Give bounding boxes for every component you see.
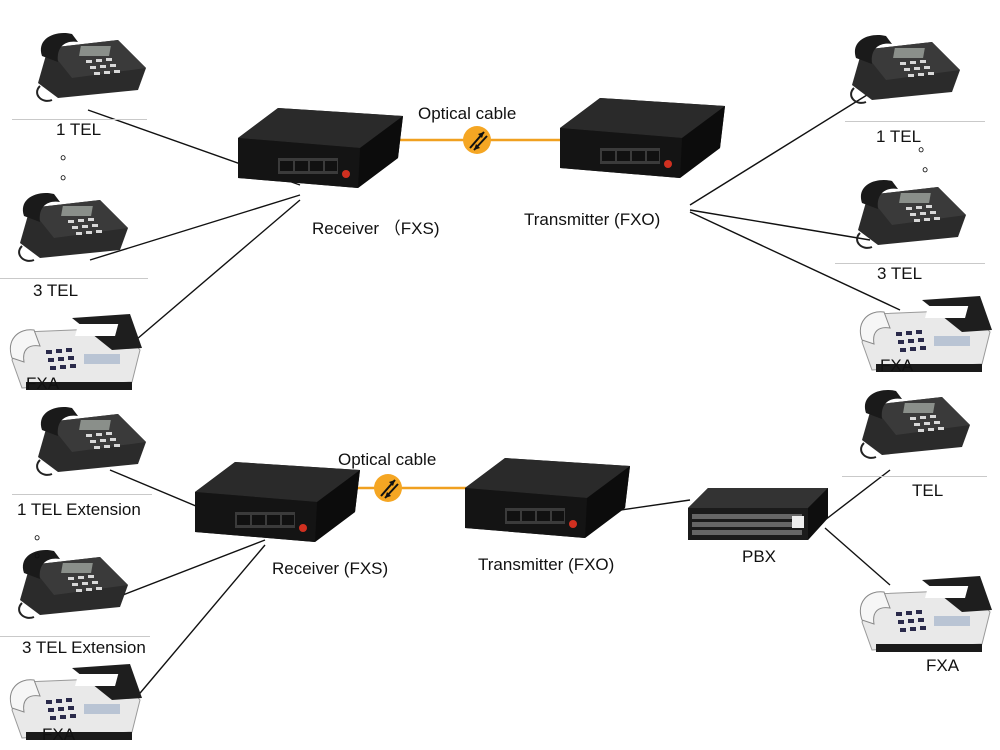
top-right-dot: 。 (922, 156, 939, 175)
bottom-left-tel3-label: 3 TEL Extension (22, 638, 146, 657)
bottom-receiver-device (195, 462, 360, 542)
bottom-left-tel1-phone-icon (36, 405, 147, 476)
top-receiver-label: Receiver （FXS) (312, 219, 440, 238)
separator (835, 263, 985, 264)
top-left-fax-label: FXA (26, 374, 60, 393)
wire-bottom-pbx-tel (824, 469, 891, 521)
top-left-tel3-label: 3 TEL (33, 281, 79, 300)
top-right-tel1-label: 1 TEL (876, 127, 922, 146)
wire-top-tel3 (89, 194, 301, 261)
separator (12, 494, 152, 495)
bottom-transmitter-label: Transmitter (FXO) (478, 555, 615, 574)
bottom-transmitter-device (465, 458, 630, 538)
bottom-optical-badge-icon (373, 473, 403, 503)
top-right-dot: 。 (918, 136, 935, 155)
top-left-tel1-phone-icon (36, 31, 147, 102)
bottom-left-fax-icon (9, 663, 143, 741)
top-optical-cable-label: Optical cable (418, 104, 517, 123)
top-right-tel1-phone-icon (850, 33, 961, 104)
bottom-optical-cable-label: Optical cable (338, 450, 437, 469)
top-left-tel1-label: 1 TEL (56, 120, 102, 139)
bottom-right-fax-label: FXA (926, 656, 960, 675)
separator (12, 119, 147, 120)
wire-top-fax (129, 199, 301, 346)
bottom-right-tel-label: TEL (912, 481, 944, 500)
top-right-tel3-phone-icon (856, 178, 967, 249)
top-transmitter-device (560, 98, 725, 178)
top-wires (87, 89, 901, 346)
top-optical-badge-icon (462, 125, 492, 155)
bottom-right-tel-phone-icon (860, 388, 971, 459)
top-transmitter-label: Transmitter (FXO) (524, 210, 661, 229)
wire-bottom-fax (129, 544, 266, 706)
bottom-left-fax-label: FXA (42, 725, 76, 744)
bottom-left-dot: 。 (34, 542, 51, 561)
top-receiver-device (238, 108, 403, 188)
separator (845, 121, 985, 122)
pbx-device (688, 488, 828, 540)
top-left-tel3-phone-icon (18, 191, 129, 262)
bottom-right-fax-icon (859, 575, 993, 653)
top-left-dot: 。 (60, 144, 77, 163)
wire-top-right-tel3 (689, 209, 871, 241)
wire-bottom-tel3 (109, 539, 266, 601)
wire-top-right-tel1 (689, 89, 876, 206)
pbx-label: PBX (742, 547, 777, 566)
separator (0, 636, 150, 637)
bottom-left-tel1-label: 1 TEL Extension (17, 500, 141, 519)
top-right-fax-label: FXA (880, 356, 914, 375)
wire-top-right-fax (689, 211, 901, 311)
bottom-left-dot: 。 (34, 524, 51, 543)
separator (0, 278, 148, 279)
top-right-tel3-label: 3 TEL (877, 264, 923, 283)
bottom-receiver-label: Receiver (FXS) (272, 559, 389, 578)
separator (842, 476, 987, 477)
top-left-dot: 。 (60, 164, 77, 183)
wire-bottom-pbx-fax (824, 527, 891, 586)
